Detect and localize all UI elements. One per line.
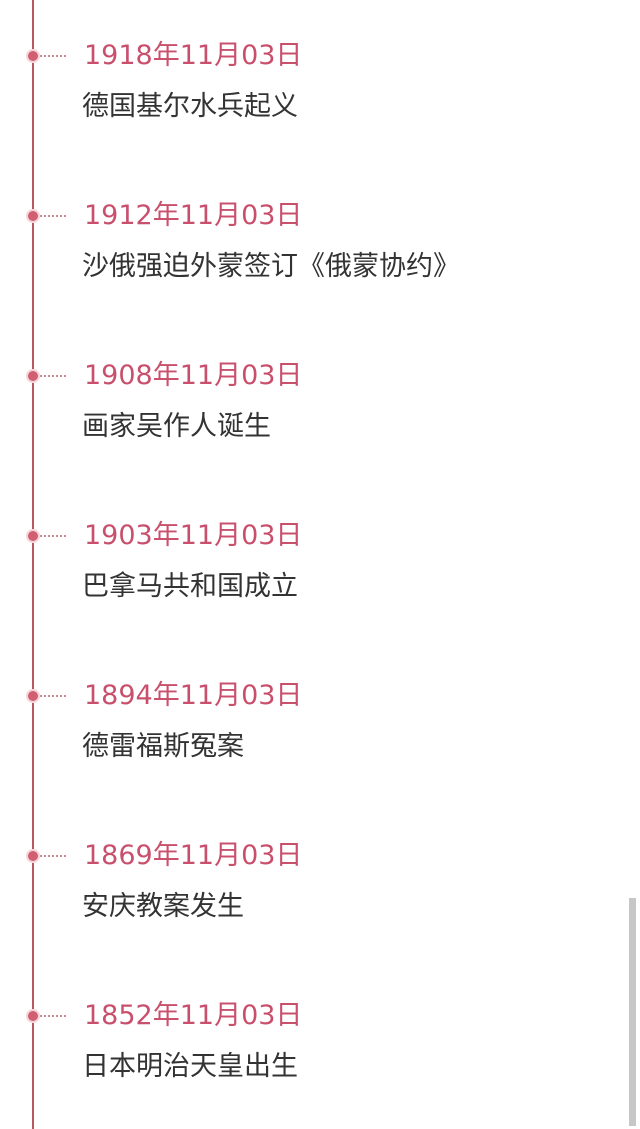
- event-date: 1918年11月03日: [84, 40, 303, 71]
- event-title[interactable]: 安庆教案发生: [82, 891, 244, 922]
- event-title[interactable]: 画家吴作人诞生: [82, 411, 271, 442]
- timeline-dot-icon: [26, 369, 40, 383]
- timeline-connector: [40, 215, 66, 217]
- timeline-event[interactable]: 1903年11月03日 巴拿马共和国成立: [0, 480, 600, 610]
- event-title[interactable]: 巴拿马共和国成立: [82, 571, 298, 602]
- timeline-connector: [40, 855, 66, 857]
- timeline-connector: [40, 55, 66, 57]
- event-title[interactable]: 日本明治天皇出生: [82, 1051, 298, 1082]
- timeline-connector: [40, 1015, 66, 1017]
- vertical-scrollbar[interactable]: [629, 898, 636, 1126]
- timeline-event[interactable]: 1894年11月03日 德雷福斯冤案: [0, 640, 600, 770]
- timeline-dot-icon: [26, 689, 40, 703]
- event-title[interactable]: 德雷福斯冤案: [82, 731, 244, 762]
- timeline-line: [32, 0, 34, 1129]
- timeline-dot-icon: [26, 209, 40, 223]
- timeline-event[interactable]: 1908年11月03日 画家吴作人诞生: [0, 320, 600, 450]
- timeline-event[interactable]: 1852年11月03日 日本明治天皇出生: [0, 960, 600, 1090]
- timeline-event[interactable]: 1918年11月03日 德国基尔水兵起义: [0, 0, 600, 130]
- event-date: 1912年11月03日: [84, 200, 303, 231]
- timeline-event[interactable]: 1912年11月03日 沙俄强迫外蒙签订《俄蒙协约》: [0, 160, 600, 290]
- timeline-connector: [40, 375, 66, 377]
- timeline-dot-icon: [26, 529, 40, 543]
- event-title[interactable]: 沙俄强迫外蒙签订《俄蒙协约》: [82, 251, 460, 282]
- event-date: 1894年11月03日: [84, 680, 303, 711]
- timeline-dot-icon: [26, 1009, 40, 1023]
- event-date: 1869年11月03日: [84, 840, 303, 871]
- timeline-dot-icon: [26, 849, 40, 863]
- timeline-connector: [40, 695, 66, 697]
- event-date: 1852年11月03日: [84, 1000, 303, 1031]
- event-title[interactable]: 德国基尔水兵起义: [82, 91, 298, 122]
- timeline-event[interactable]: 1869年11月03日 安庆教案发生: [0, 800, 600, 930]
- timeline-connector: [40, 535, 66, 537]
- timeline-dot-icon: [26, 49, 40, 63]
- event-date: 1908年11月03日: [84, 360, 303, 391]
- event-date: 1903年11月03日: [84, 520, 303, 551]
